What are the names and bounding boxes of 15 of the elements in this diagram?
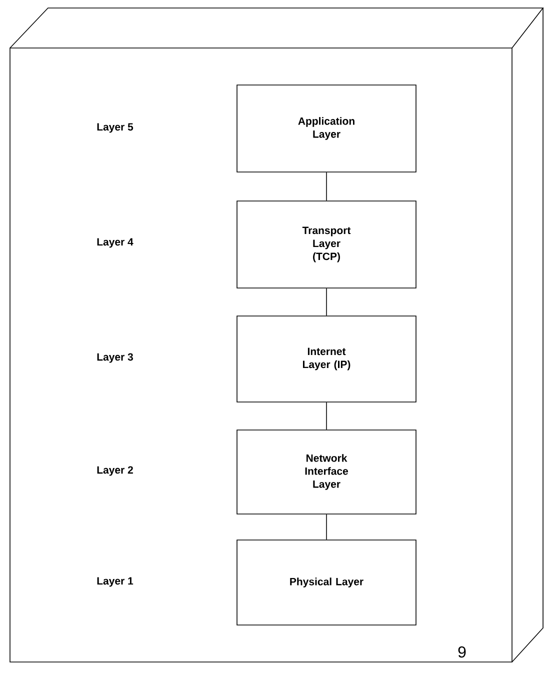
layer-label: Layer 4 [97, 238, 134, 248]
layer-label: Layer 5 [97, 123, 134, 133]
connector-line [326, 288, 327, 316]
layer-box: Network Interface Layer [236, 430, 416, 514]
connector-line [326, 402, 327, 430]
layer-box: Internet Layer (IP) [236, 316, 416, 402]
layer-box: Application Layer [236, 84, 416, 172]
layer-label: Layer 1 [97, 577, 134, 587]
connector-line [326, 172, 327, 201]
layer-box: Transport Layer (TCP) [236, 200, 416, 288]
layer-box: Physical Layer [236, 540, 416, 626]
connector-line [326, 514, 327, 540]
layer-label: Layer 3 [97, 353, 133, 363]
page-number: 9 [458, 646, 466, 658]
layer-label: Layer 2 [97, 466, 133, 476]
